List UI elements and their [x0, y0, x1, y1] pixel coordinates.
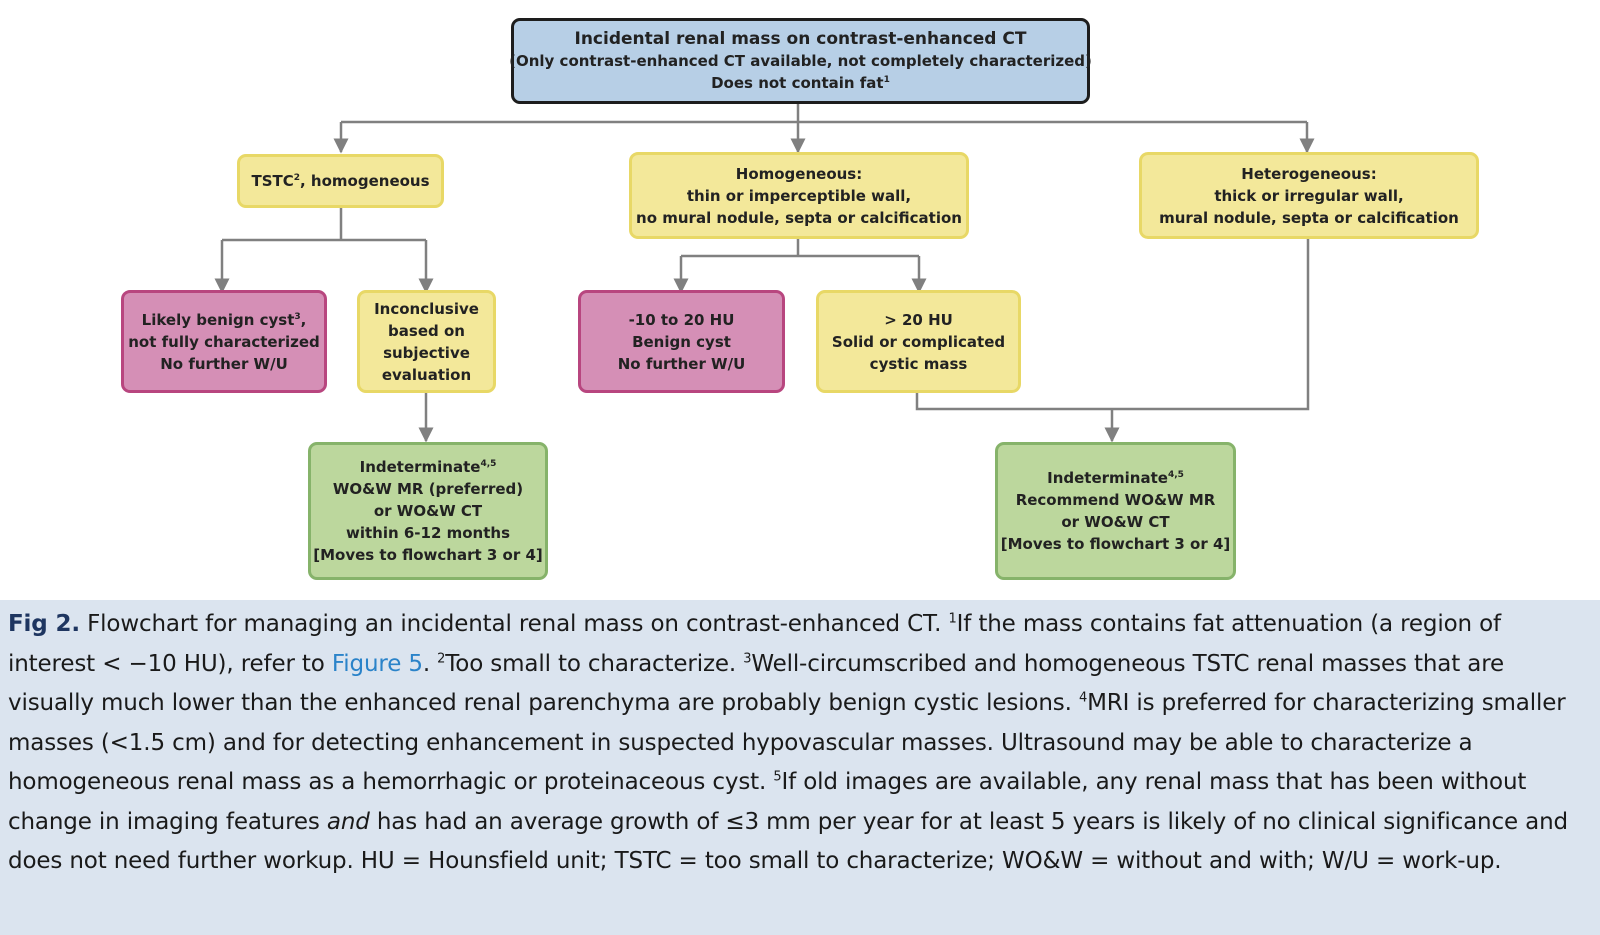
node-over-20-hu: > 20 HU Solid or complicated cystic mass	[816, 290, 1021, 393]
figure-caption: Fig 2. Flowchart for managing an inciden…	[0, 600, 1600, 935]
node-line: (Only contrast-enhanced CT available, no…	[509, 52, 1092, 70]
node-inconclusive: Inconclusive based on subjective evaluat…	[357, 290, 496, 393]
node-line: Does not contain fat1	[711, 74, 890, 92]
flowchart: Incidental renal mass on contrast-enhanc…	[121, 18, 1479, 580]
node-indeterminate-right: Indeterminate4,5 Recommend WO&W MR or WO…	[995, 442, 1236, 580]
node-heterogeneous: Heterogeneous: thick or irregular wall, …	[1139, 152, 1479, 239]
node-title: Incidental renal mass on contrast-enhanc…	[574, 29, 1027, 49]
node-homogeneous: Homogeneous: thin or imperceptible wall,…	[629, 152, 969, 239]
connector-tstc-trunk	[222, 207, 426, 242]
connector-lines	[214, 103, 1315, 443]
node-incidental-renal-mass: Incidental renal mass on contrast-enhanc…	[509, 18, 1092, 104]
connector-homogeneous-trunk	[681, 237, 919, 258]
node-indeterminate-left: Indeterminate4,5 WO&W MR (preferred) or …	[308, 442, 548, 580]
node-likely-benign-cyst: Likely benign cyst3, not fully character…	[121, 290, 327, 393]
node-benign-cyst: -10 to 20 HU Benign cyst No further W/U	[578, 290, 785, 393]
figure-label: Fig 2.	[8, 611, 80, 637]
figure-5-link[interactable]: Figure 5	[331, 650, 423, 677]
node-tstc-homogeneous: TSTC2, homogeneous	[237, 154, 444, 208]
